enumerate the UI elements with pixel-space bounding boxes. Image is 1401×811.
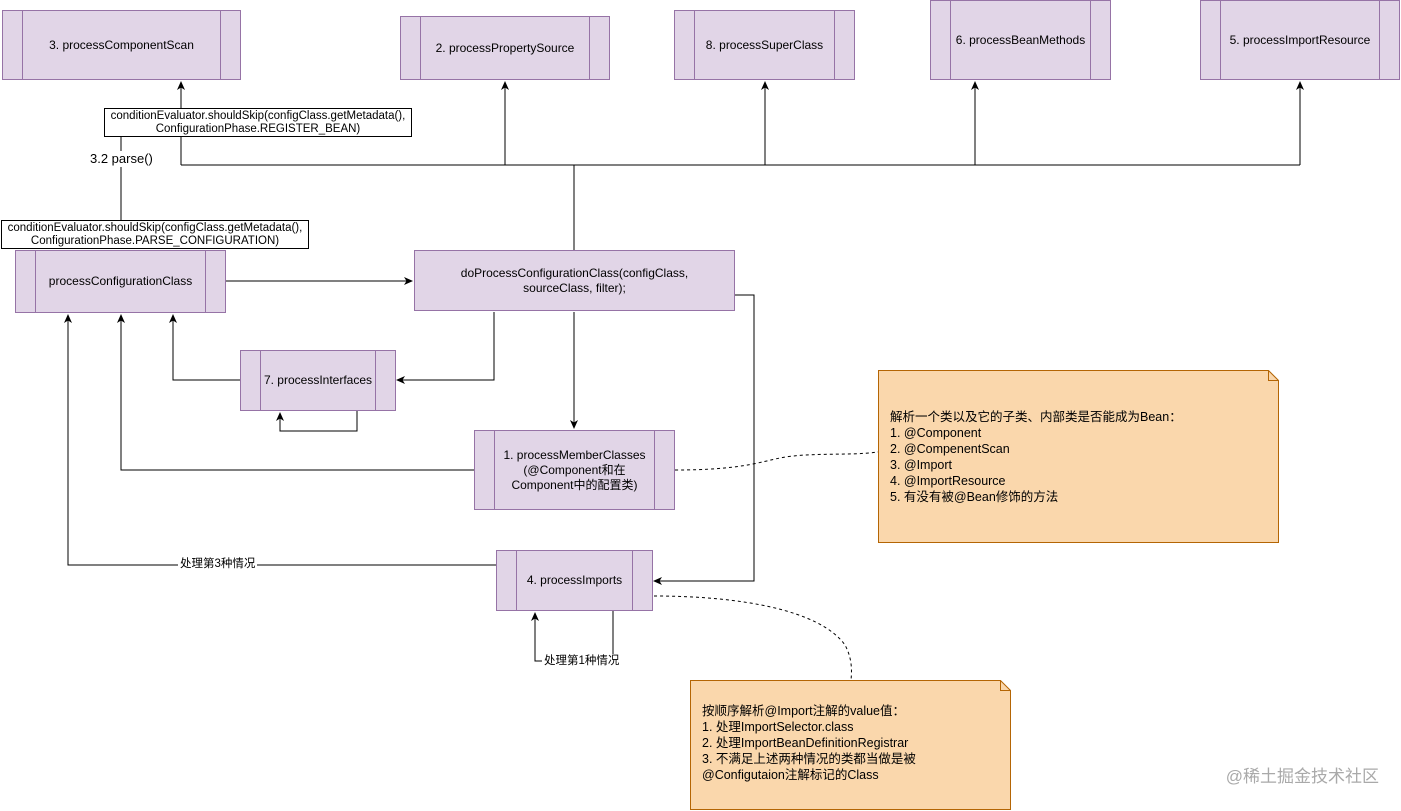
- note-line: 解析一个类以及它的子类、内部类是否能成为Bean：: [890, 410, 1182, 424]
- note-line: 2. 处理ImportBeanDefinitionRegistrar: [702, 736, 909, 750]
- edge-interfaces-self: [276, 411, 358, 432]
- note-line: 1. 处理ImportSelector.class: [702, 720, 854, 734]
- note-bean-rules: 解析一个类以及它的子类、内部类是否能成为Bean： 1. @Component …: [878, 370, 1279, 543]
- note-line: @Configutaion注解标记的Class: [702, 768, 879, 782]
- node-label: processConfigurationClass: [48, 274, 193, 288]
- edge-label-case1: 处理第1种情况: [542, 654, 622, 669]
- note-connector-import-rules: [653, 595, 852, 681]
- node-label: 3. processComponentScan: [49, 37, 194, 52]
- node-process-configuration-class[interactable]: processConfigurationClass: [15, 250, 226, 313]
- node-label: 4. processImports: [526, 573, 623, 587]
- node-process-member-classes[interactable]: 1. processMemberClasses (@Component和在 Co…: [474, 430, 675, 510]
- label-line: conditionEvaluator.shouldSkip(configClas…: [110, 110, 406, 122]
- node-process-component-scan[interactable]: 3. processComponentScan: [2, 10, 241, 80]
- note-line: 3. @Import: [890, 458, 953, 472]
- note-import-rules: 按顺序解析@Import注解的value值： 1. 处理ImportSelect…: [690, 680, 1011, 810]
- node-label: 1. processMemberClasses (@Component和在 Co…: [481, 448, 667, 493]
- node-process-property-source[interactable]: 2. processPropertySource: [400, 16, 610, 80]
- node-process-super-class[interactable]: 8. processSuperClass: [674, 10, 855, 80]
- note-shape: [878, 370, 1279, 543]
- edge-label-register-bean: conditionEvaluator.shouldSkip(configClas…: [104, 108, 412, 137]
- node-label: 5. processImportResource: [1229, 32, 1371, 47]
- watermark: @稀土掘金技术社区: [1225, 767, 1379, 786]
- edge-doprocess-to-imports: [653, 294, 755, 585]
- node-process-import-resource[interactable]: 5. processImportResource: [1200, 0, 1400, 80]
- edge-doprocess-to-interfaces: [396, 312, 495, 384]
- node-label: 8. processSuperClass: [705, 37, 824, 52]
- node-label: doProcessConfigurationClass(configClass,…: [460, 265, 689, 295]
- note-line: 3. 不满足上述两种情况的类都当做是被: [702, 752, 916, 766]
- node-label-line: Component中的配置类): [511, 477, 638, 492]
- note-line: 4. @ImportResource: [890, 474, 1006, 488]
- label-line: conditionEvaluator.shouldSkip(configClas…: [7, 222, 303, 234]
- note-line: 5. 有没有被@Bean修饰的方法: [890, 490, 1059, 504]
- node-process-interfaces[interactable]: 7. processInterfaces: [240, 350, 396, 411]
- note-line: 按顺序解析@Import注解的value值：: [702, 704, 905, 718]
- label-line: ConfigurationPhase.REGISTER_BEAN): [155, 123, 361, 135]
- node-process-bean-methods[interactable]: 6. processBeanMethods: [930, 0, 1111, 80]
- node-label: 2. processPropertySource: [435, 40, 575, 55]
- node-label-line: 1. processMemberClasses: [503, 447, 646, 462]
- edge-members-to-config: [117, 314, 474, 471]
- edge-interfaces-to-config: [169, 314, 240, 381]
- edge-label-parse: 3.2 parse(): [88, 151, 155, 167]
- node-label: 6. processBeanMethods: [955, 32, 1086, 47]
- label-line: ConfigurationPhase.PARSE_CONFIGURATION): [30, 235, 280, 247]
- node-label: 7. processInterfaces: [263, 373, 373, 387]
- node-process-imports[interactable]: 4. processImports: [496, 550, 653, 611]
- edge-label-parse-configuration: conditionEvaluator.shouldSkip(configClas…: [1, 220, 309, 249]
- node-do-process-configuration-class[interactable]: doProcessConfigurationClass(configClass,…: [414, 250, 735, 311]
- edge-imports-to-config: [64, 314, 496, 566]
- note-shape: [690, 680, 1011, 810]
- node-label-line: (@Component和在: [523, 462, 626, 477]
- note-connector-bean-rules: [674, 451, 879, 471]
- note-line: 2. @CompenentScan: [890, 442, 1010, 456]
- edge-label-case3: 处理第3种情况: [178, 557, 258, 572]
- note-line: 1. @Component: [890, 426, 982, 440]
